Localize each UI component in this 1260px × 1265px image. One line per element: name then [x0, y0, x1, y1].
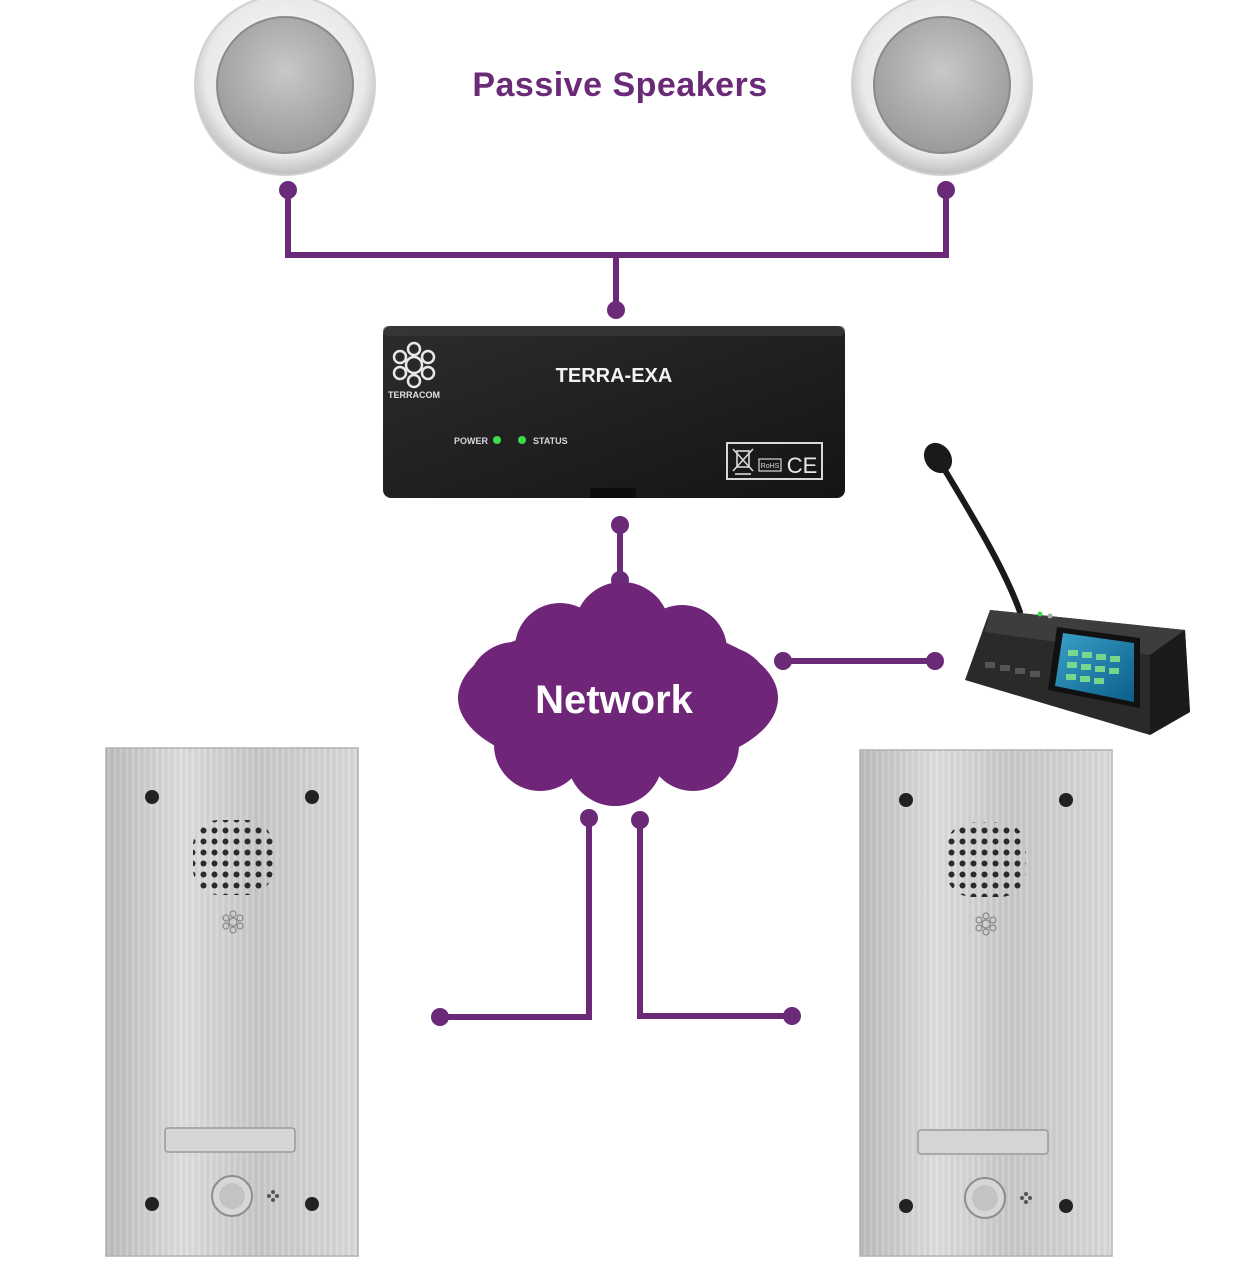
screen-tiles [1066, 650, 1120, 684]
speaker-link-line [285, 190, 949, 258]
weee-bin-icon [732, 448, 754, 475]
indicator-icon [267, 1190, 279, 1202]
connector-dot [279, 181, 297, 199]
connector-dot [926, 652, 944, 670]
diagram-title: Passive Speakers [472, 66, 768, 104]
power-led-label: POWER [454, 436, 489, 446]
ceiling-speaker-icon [194, 0, 376, 176]
connector-dot [774, 652, 792, 670]
amplifier-icon: TERRACOM TERRA-EXA POWER STATUS RoHS CE [383, 326, 845, 498]
desk-microphone-console-icon [923, 442, 1190, 735]
connector-dot [580, 809, 598, 827]
connector-dot [431, 1008, 449, 1026]
status-led-label: STATUS [533, 436, 568, 446]
connector-dot [937, 181, 955, 199]
panel-logo-icon [975, 912, 997, 936]
network-to-right-panel-line [637, 820, 792, 1019]
network-to-left-panel-line [440, 818, 592, 1020]
ceiling-speaker-icon [851, 0, 1033, 176]
connector-dot [631, 811, 649, 829]
network-cloud-icon [458, 582, 778, 806]
panel-logo-icon [222, 910, 244, 934]
intercom-door-station-icon [105, 747, 359, 1257]
amp-model-label: TERRA-EXA [556, 365, 673, 387]
ce-mark: CE [787, 453, 818, 478]
status-led-icon [518, 436, 526, 444]
connector-dot [611, 516, 629, 534]
rohs-mark: RoHS [761, 463, 780, 470]
amp-brand-label: TERRACOM [388, 390, 440, 400]
indicator-icon [1020, 1192, 1032, 1204]
connector-dot [607, 301, 625, 319]
certification-marks: RoHS CE [726, 442, 823, 480]
power-led-icon [493, 436, 501, 444]
intercom-door-station-icon [859, 749, 1113, 1257]
terracom-logo-icon [392, 341, 436, 389]
network-label: Network [535, 678, 694, 722]
connector-dot [783, 1007, 801, 1025]
connection-lines [285, 190, 949, 1020]
